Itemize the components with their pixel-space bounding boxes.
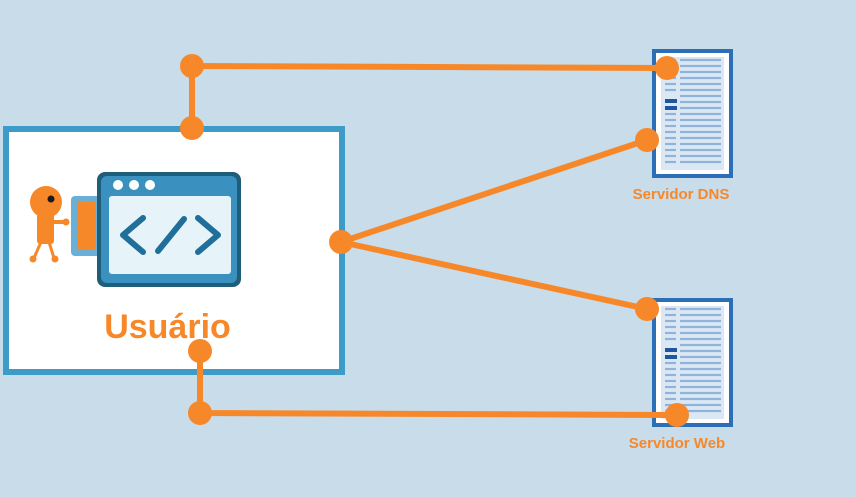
dns-server-icon xyxy=(652,49,733,178)
web-server-label: Servidor Web xyxy=(628,435,726,452)
person-icon xyxy=(29,186,70,263)
connector-dot xyxy=(188,339,212,363)
connector-dot xyxy=(635,297,659,321)
connector-user-web xyxy=(338,239,650,312)
connector-dot xyxy=(329,230,353,254)
connector-dot xyxy=(188,401,212,425)
web-server-icon xyxy=(652,298,733,427)
user-label: Usuário xyxy=(104,308,231,346)
device-icon xyxy=(71,196,101,256)
connector-dot xyxy=(635,128,659,152)
code-window-icon xyxy=(97,172,241,287)
connector-user-dns xyxy=(338,137,650,245)
dns-server-label: Servidor DNS xyxy=(632,186,730,203)
connector-user-dns-top xyxy=(189,63,670,131)
connector-dot xyxy=(180,116,204,140)
connector-dot xyxy=(665,403,689,427)
connector-dot xyxy=(655,56,679,80)
connector-dot xyxy=(180,54,204,78)
